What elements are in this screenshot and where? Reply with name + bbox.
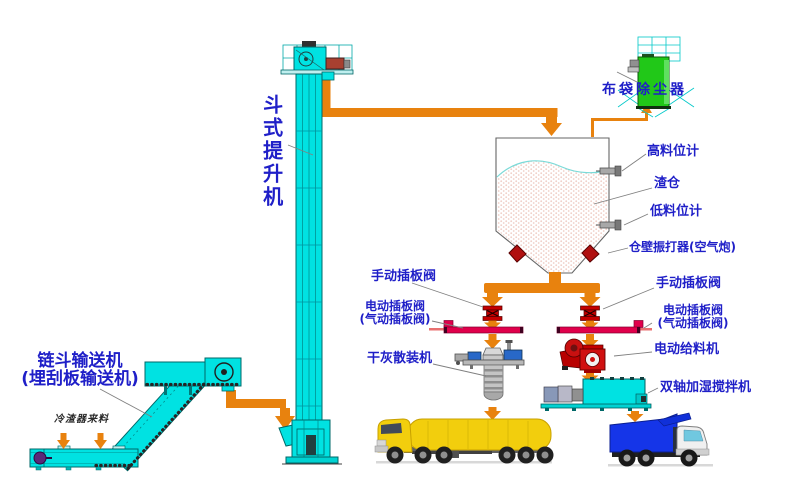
label-electric-valve-right: 电动插板阀 (气动插板阀) bbox=[650, 304, 736, 330]
chain-conveyor bbox=[29, 357, 242, 472]
label-high-level-meter: 高料位计 bbox=[647, 144, 700, 159]
tanker-truck bbox=[374, 418, 554, 464]
low-level-sensor bbox=[596, 219, 622, 231]
silo-discharge-tee bbox=[482, 272, 601, 307]
label-electric-valve-left-line2: (气动插板阀) bbox=[359, 311, 431, 326]
leader-lines bbox=[99, 71, 659, 418]
label-wall-vibrator: 仓壁振打器(空气炮) bbox=[629, 240, 736, 254]
manual-valve-left bbox=[482, 305, 503, 330]
bulk-loader bbox=[454, 340, 525, 420]
cooler-feed-arrows bbox=[57, 433, 107, 449]
label-mixer: 双轴加湿搅拌机 bbox=[660, 380, 752, 395]
label-chain-conveyor-line2: (埋刮板输送机) bbox=[21, 369, 139, 390]
label-dust-collector: 布袋除尘器 bbox=[602, 82, 687, 98]
elevator-boot bbox=[278, 419, 342, 465]
electric-valve-right bbox=[556, 320, 652, 348]
label-electric-valve-right-line2: (气动插板阀) bbox=[657, 315, 729, 330]
bucket-elevator bbox=[278, 41, 354, 465]
electric-valve-left bbox=[429, 320, 524, 349]
mixer bbox=[540, 377, 652, 422]
label-slag-silo: 渣仓 bbox=[654, 176, 681, 191]
elevator-head bbox=[280, 41, 354, 81]
label-electric-feeder: 电动给料机 bbox=[654, 342, 720, 357]
label-bulk-loader: 干灰散装机 bbox=[367, 351, 433, 366]
label-electric-valve-left: 电动插板阀 (气动插板阀) bbox=[352, 300, 438, 326]
air-cannon-right bbox=[581, 244, 600, 263]
high-level-sensor bbox=[596, 165, 622, 177]
label-chain-conveyor-line1: 链斗输送机 bbox=[37, 351, 123, 371]
elevator-column bbox=[295, 73, 323, 423]
slag-silo bbox=[495, 137, 610, 274]
label-manual-valve-left: 手动插板阀 bbox=[371, 269, 437, 284]
dump-truck bbox=[608, 412, 713, 467]
label-chain-conveyor: 链斗输送机 (埋刮板输送机) bbox=[0, 352, 160, 389]
air-cannon-left bbox=[508, 244, 527, 263]
feed-pipe-elevator-to-silo bbox=[321, 80, 562, 136]
label-electric-valve-left-line1: 电动插板阀 bbox=[364, 299, 425, 313]
bag-dust-collector bbox=[617, 36, 695, 118]
label-bucket-elevator: 斗式提升机 bbox=[259, 94, 284, 209]
label-electric-valve-right-line1: 电动插板阀 bbox=[662, 303, 723, 317]
electric-feeder bbox=[559, 338, 606, 383]
label-cooler-feed: 冷渣器来料 bbox=[54, 414, 109, 425]
conveyor-to-elevator-pipe bbox=[226, 390, 295, 430]
label-low-level-meter: 低料位计 bbox=[650, 204, 703, 219]
manual-valve-right bbox=[580, 305, 600, 330]
label-manual-valve-right: 手动插板阀 bbox=[656, 276, 722, 291]
